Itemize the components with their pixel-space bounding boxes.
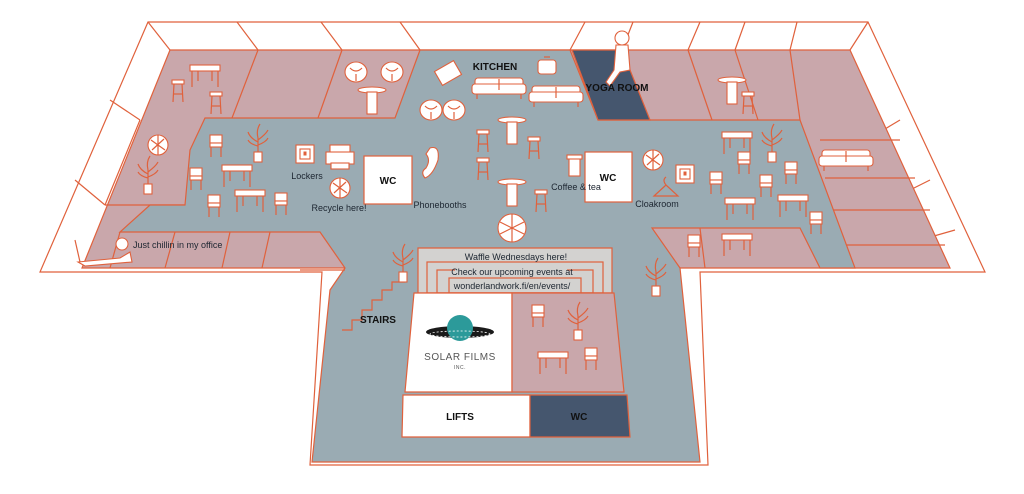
solar-films-office[interactable] — [404, 292, 513, 393]
pot-icon — [537, 56, 557, 75]
recycle-paper-icon — [329, 177, 351, 199]
wc-left-label: WC — [380, 176, 397, 187]
beanbag-icon — [419, 99, 443, 121]
wc-bottom-label: WC — [571, 412, 588, 423]
beanbag-icon — [380, 61, 404, 83]
hanger-icon — [652, 176, 680, 197]
locker-icon — [675, 164, 695, 184]
wc-left-room[interactable] — [363, 155, 413, 205]
solar-films-logo — [426, 315, 494, 341]
phone-icon — [422, 146, 439, 179]
coffee-cup-icon — [566, 154, 583, 177]
phonebooths-label: Phonebooths — [413, 200, 467, 210]
wc-bottom-room[interactable] — [529, 394, 631, 438]
furniture — [74, 30, 874, 375]
waffle-icon — [497, 213, 527, 243]
top-wall-segments — [74, 21, 956, 241]
wc-right-label: WC — [600, 173, 617, 184]
cloakroom-label: Cloakroom — [635, 199, 679, 209]
beanbag-icon — [344, 61, 368, 83]
banner-line3[interactable]: wonderlandwork.fi/en/events/ — [453, 281, 571, 291]
lockers-label: Lockers — [291, 171, 323, 181]
banner-line1: Waffle Wednesdays here! — [465, 252, 567, 262]
meeting-room[interactable] — [511, 292, 625, 393]
stairs-label: STAIRS — [360, 315, 396, 326]
plant-ball-icon — [642, 149, 664, 171]
beanbag-icon — [442, 99, 466, 121]
coffee-label: Coffee & tea — [551, 182, 601, 192]
chillin-label: Just chillin in my office — [133, 240, 222, 250]
locker-icon — [295, 144, 315, 164]
printer-icon — [325, 144, 355, 170]
wc-right-room[interactable] — [584, 151, 633, 203]
stairs-icon — [342, 281, 405, 331]
relaxing-person-icon — [74, 237, 133, 267]
lifts-label: LIFTS — [446, 412, 474, 423]
pizza-box-icon — [433, 59, 463, 87]
beanbag-icon — [147, 134, 169, 156]
solar-films-suffix: INC. — [454, 365, 466, 371]
yoga-person-icon — [605, 30, 631, 87]
recycle-label: Recycle here! — [311, 203, 366, 213]
yoga-room-label: YOGA ROOM — [586, 83, 649, 94]
solar-films-name: SOLAR FILMS — [424, 352, 496, 363]
kitchen-label: KITCHEN — [473, 62, 517, 73]
banner-line2: Check our upcoming events at — [451, 267, 573, 277]
